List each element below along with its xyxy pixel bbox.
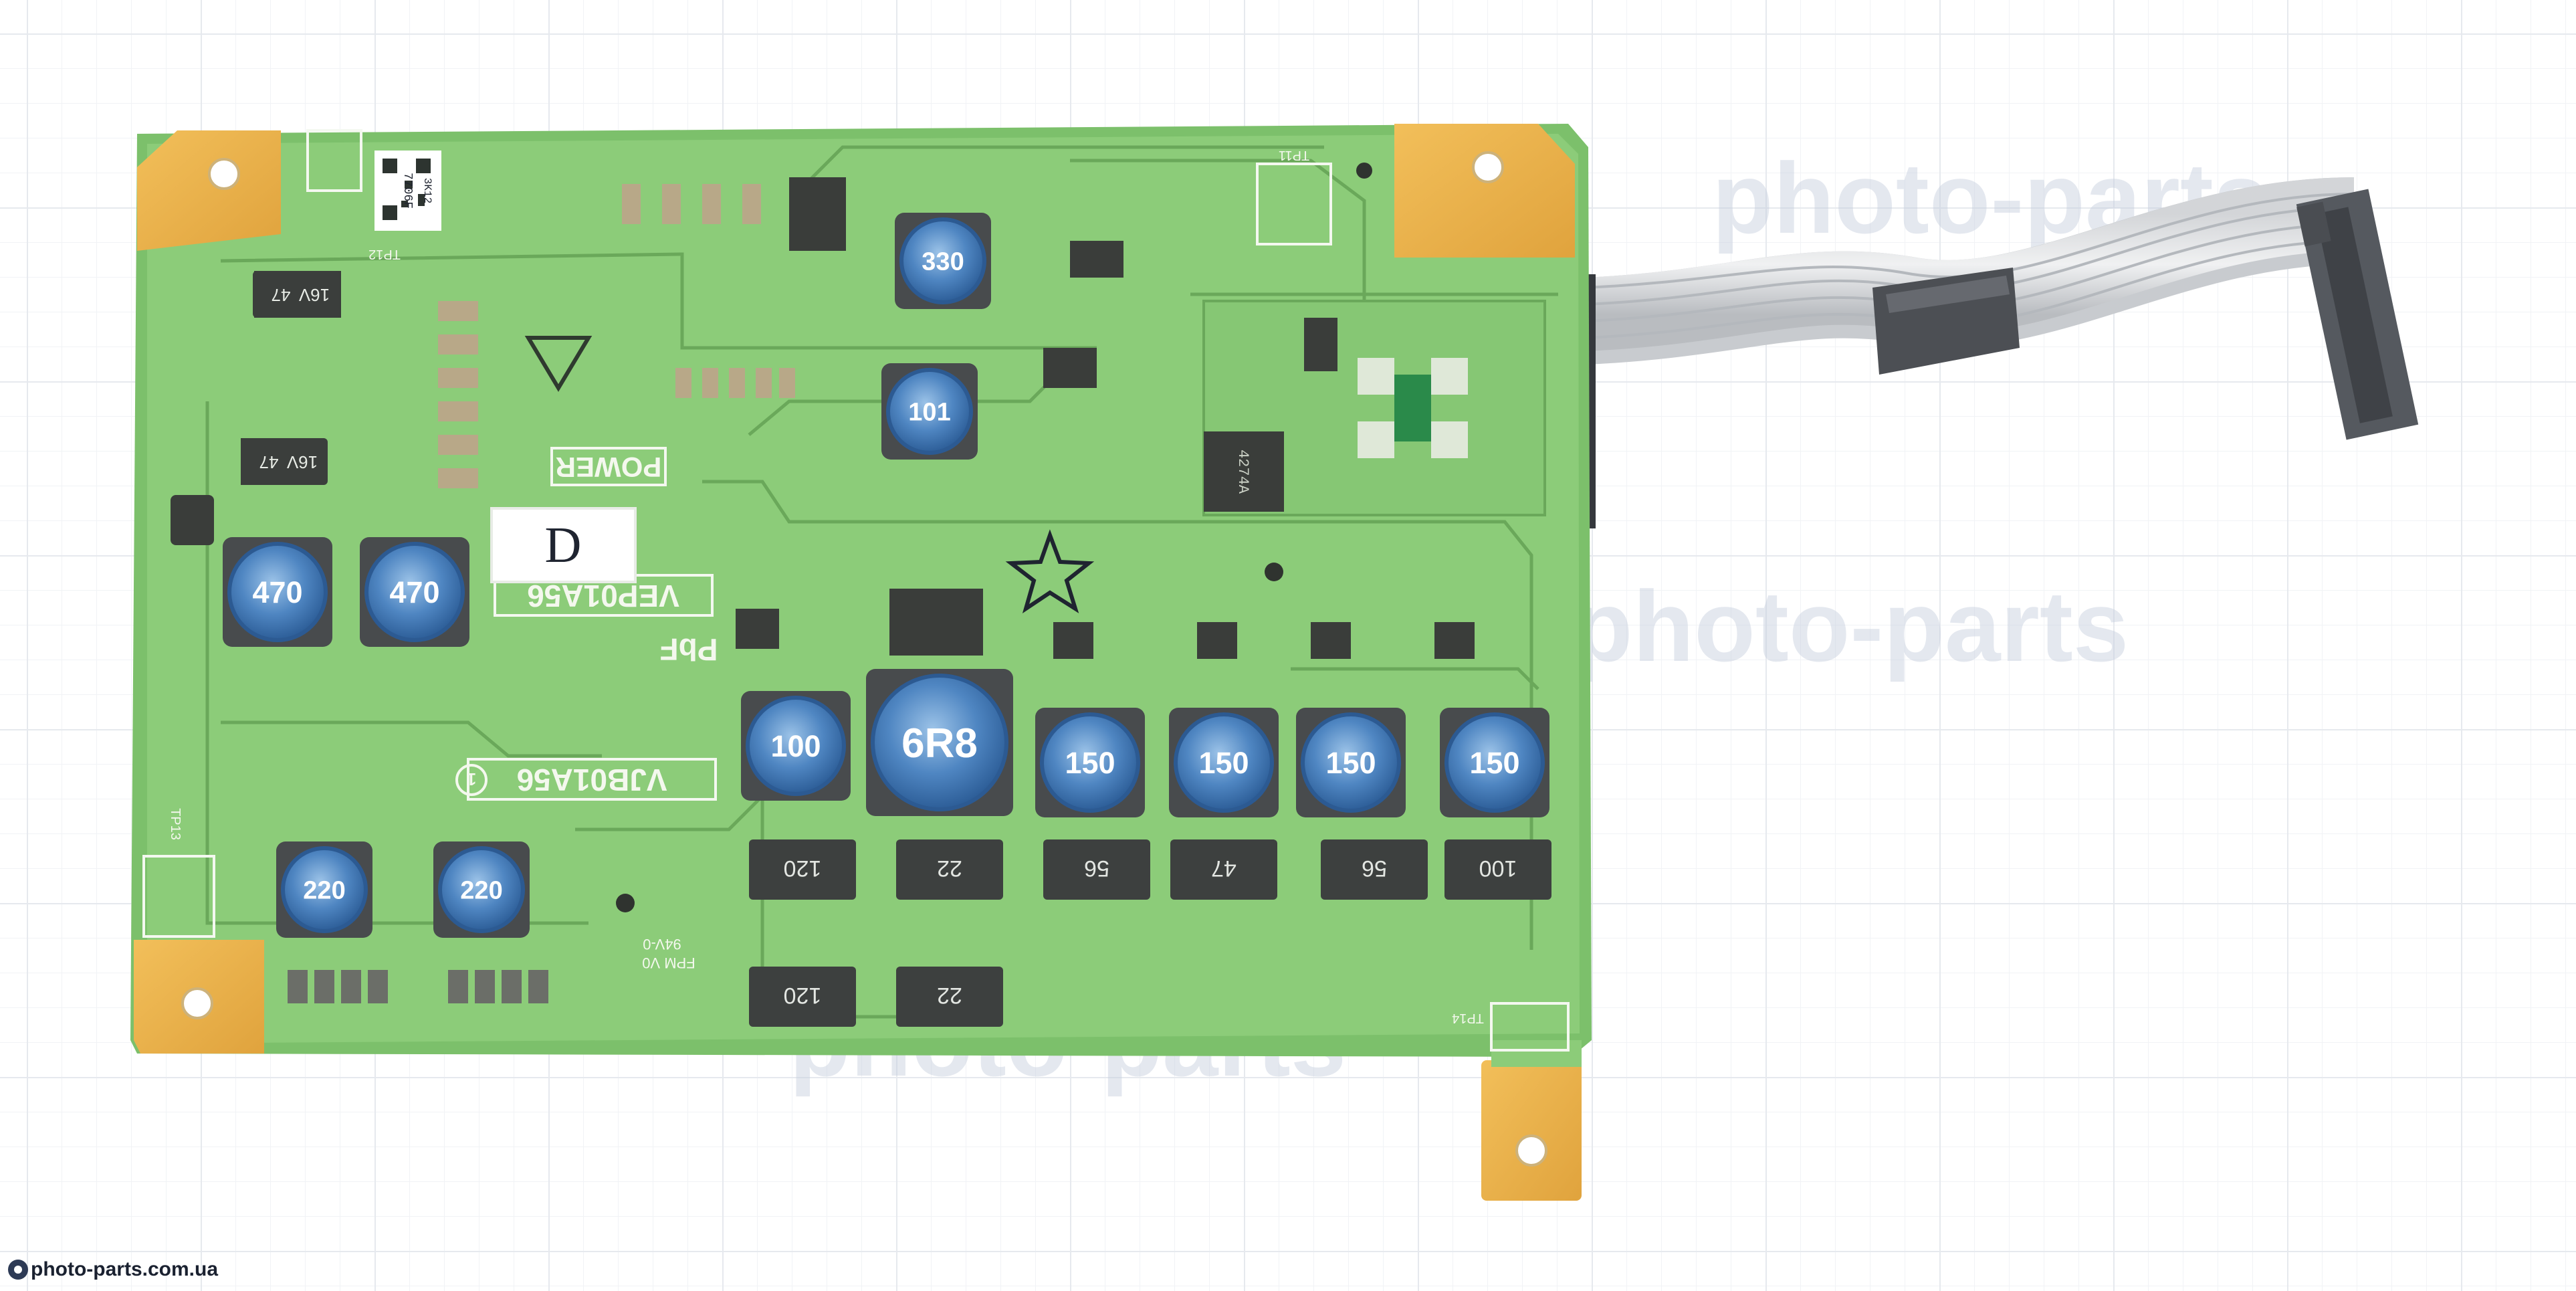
inductor: 150 [1169,708,1279,817]
smd-capacitor-value: 120 [784,856,822,881]
circled-mark: 1 [467,769,476,789]
revision-label: D [545,517,582,573]
smd-capacitor-value: 22 [937,983,962,1008]
tantalum-capacitors [241,271,340,485]
inductor-value: 150 [1325,746,1376,780]
smd-capacitor: 22 [896,967,1003,1027]
inductor-value: 150 [1065,746,1115,780]
inductor: 470 [360,537,469,647]
smd-capacitor-value: 22 [937,856,962,881]
smd-capacitor-body [896,839,1003,900]
inductor-body [1444,712,1545,813]
tantalum-value: 47 [272,285,291,305]
inductor: 470 [223,537,332,647]
inductor-value: 470 [252,575,302,609]
smd-capacitor-value: 120 [784,983,822,1008]
smd-capacitor-body [1043,839,1150,900]
smd-capacitor: 47 [1170,839,1277,900]
inductor-value: 330 [922,248,964,276]
inductor-body [1174,712,1274,813]
inductor: 100 [741,691,851,801]
smd-capacitor: 120 [749,839,856,900]
inductor-value: 220 [303,877,345,905]
inductor-body [1040,712,1140,813]
mounting-pads [134,124,1582,1201]
inductor: 101 [881,363,978,460]
star-mark [1005,529,1095,614]
power-label: POWER [556,452,662,483]
tantalum-rating: 16V [298,285,330,305]
globe-icon [8,1260,28,1280]
smd-capacitor-body [896,967,1003,1027]
fpm-label: FPM V0 [642,955,695,971]
inductor: 220 [276,841,372,938]
inductor-value: 150 [1198,746,1249,780]
smd-capacitor-value: 56 [1362,856,1387,881]
inductor: 150 [1035,708,1145,817]
inductor-value: 6R8 [901,720,978,767]
tantalum-rating: 16V [286,452,318,472]
circled-mark-outline [455,764,488,796]
chip-label: 4274A [1235,450,1251,494]
inductor: 150 [1296,708,1406,817]
pcb-board [130,124,1592,1201]
inductor-value: 470 [389,575,439,609]
inductor: 150 [1440,708,1549,817]
smd-capacitor: 100 [1444,839,1551,900]
smd-capacitor-row: 120 22 56 47 56 100 120 22 [749,839,1551,1027]
smd-capacitor-body [749,839,856,900]
smd-capacitor: 56 [1043,839,1150,900]
test-point: TP13 [168,808,183,840]
v0-label: 94V-0 [643,936,681,953]
inductor-body [746,696,846,796]
inductor: 330 [895,213,991,309]
smd-capacitor: 120 [749,967,856,1027]
smd-capacitor-body [1321,839,1428,900]
smd-capacitor-body [1444,839,1551,900]
cable-assembly [1578,177,2419,528]
serial-label: 3K12 [421,178,433,203]
inductor-body [899,217,986,304]
tantalum-value: 47 [259,452,279,472]
inductor-body [281,846,368,933]
site-url: photo-parts.com.ua [31,1258,219,1280]
connector-housing [2296,189,2419,440]
inductor-value: 101 [908,399,950,427]
inductor-body [364,542,465,642]
inductor-value: 150 [1469,746,1519,780]
pbf-label: PbF [660,632,718,667]
smd-capacitor-body [1170,839,1277,900]
test-point: TP12 [368,247,401,262]
triangle-mark [524,336,593,392]
smd-capacitor-value: 47 [1211,856,1237,881]
smd-capacitor-value: 100 [1479,856,1517,881]
smd-capacitor-value: 56 [1084,856,1109,881]
smd-capacitor-body [749,967,856,1027]
inductor-group: 470 470 330 101 100 6R8 150 150 150 150 220 220 [223,213,1549,938]
inductor-value: 100 [770,729,821,763]
model-label-2: VJB01A56 [516,763,667,797]
inductor-body [871,674,1008,811]
watermark-text: photo-parts [1572,570,2129,682]
smd-capacitor: 56 [1321,839,1428,900]
inductor: 6R8 [866,669,1013,816]
inductor-value: 220 [460,877,502,905]
inductor: 220 [433,841,530,938]
test-point: TP14 [1452,1011,1484,1025]
inductor-body [438,846,525,933]
smd-capacitor: 22 [896,839,1003,900]
model-label: VEP01A56 [527,579,679,613]
qr-code-text: 7706F [401,173,414,209]
inductor-body [227,542,328,642]
site-footer: photo-parts.com.ua [8,1256,218,1283]
test-point: TP11 [1279,148,1309,163]
inductor-body [1301,712,1401,813]
inductor-body [886,368,973,455]
